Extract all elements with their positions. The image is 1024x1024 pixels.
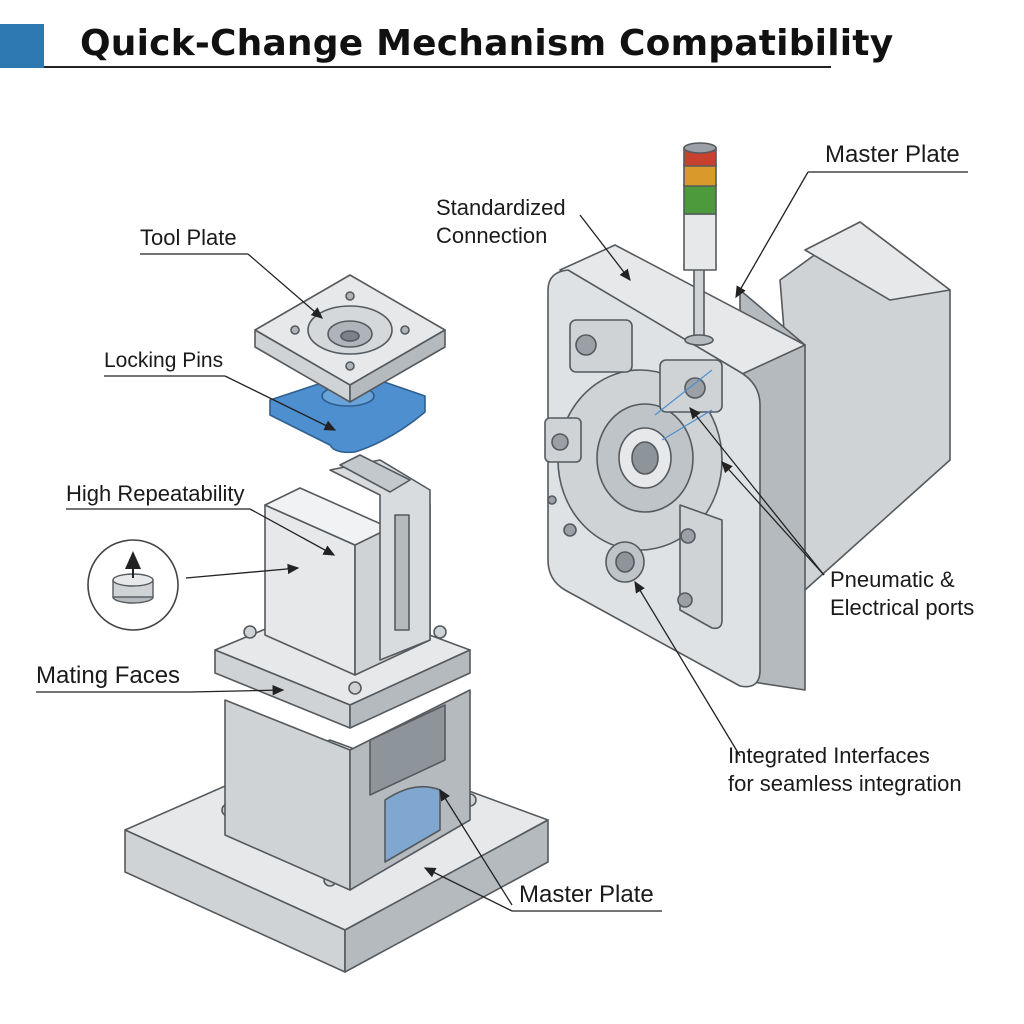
page-title: Quick-Change Mechanism Compatibility: [80, 23, 894, 64]
leader-lines: [36, 171, 968, 912]
pedestal-column: [224, 689, 471, 891]
left-assembly: [124, 274, 549, 973]
label-tool-plate: Tool Plate: [140, 225, 237, 250]
upright-block: [264, 454, 431, 676]
label-master-plate-bottom: Master Plate: [519, 881, 654, 908]
title-underline: [44, 66, 831, 68]
label-pneumatic-electrical-ports: Pneumatic & Electrical ports: [830, 567, 975, 620]
master-plate-front: [544, 269, 761, 688]
label-mating-faces: Mating Faces: [36, 662, 181, 689]
label-standardized-connection: Standardized Connection: [436, 195, 566, 248]
right-assembly: [544, 142, 951, 691]
label-master-plate-top: Master Plate: [825, 141, 960, 168]
label-locking-pins: Locking Pins: [104, 349, 224, 372]
label-integrated-interfaces: Integrated Interfaces for seamless integ…: [728, 743, 962, 796]
title-accent-block: [0, 24, 44, 68]
pin-up-arrow-icon: [87, 539, 179, 631]
label-high-repeatability: High Repeatability: [66, 481, 245, 506]
tool-plate: [254, 274, 446, 403]
signal-tower-icon: [683, 142, 717, 346]
